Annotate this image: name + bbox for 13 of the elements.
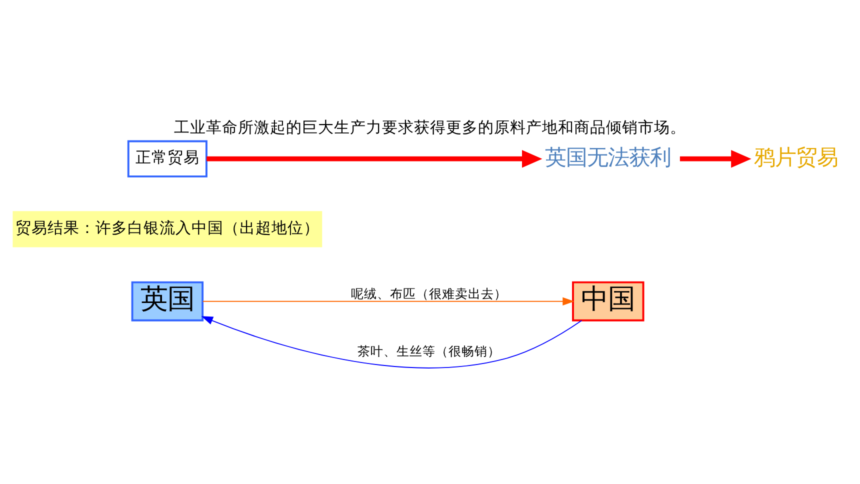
node-text: 鸦片贸易 <box>754 145 838 170</box>
diagram-title: 工业革命所激起的巨大生产力要求获得更多的原料产地和商品倾销市场。 <box>174 118 686 136</box>
arrow <box>201 316 582 368</box>
edge-label: 呢绒、布匹（很难卖出去） <box>351 286 508 301</box>
arrow <box>680 150 752 168</box>
node-box: 英国 <box>131 281 204 322</box>
arrow <box>206 150 542 168</box>
edge-label: 茶叶、生丝等（很畅销） <box>358 343 501 358</box>
node-box: 贸易结果：许多白银流入中国（出超地位） <box>12 211 322 248</box>
arrow <box>202 297 574 306</box>
node-box: 中国 <box>572 281 644 322</box>
node-text: 英国无法获利 <box>545 145 672 170</box>
node-box: 正常贸易 <box>127 140 208 178</box>
